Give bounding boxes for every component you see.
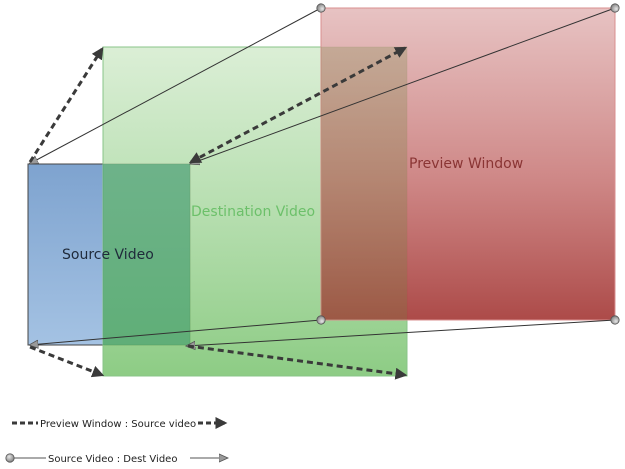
- legend-dashed-entry: Preview Window : Source video: [12, 417, 228, 430]
- dashed-arrow-bottom-left: [29, 345, 105, 378]
- dashed-connectors: [28, 46, 408, 380]
- destination-preview-overlap: [321, 47, 407, 320]
- solid-connector-bottom-right: [186, 320, 615, 346]
- preview-window-label: Preview Window: [409, 156, 523, 172]
- source-video-label: Source Video: [62, 247, 154, 263]
- destination-video-label: Destination Video: [191, 204, 315, 220]
- dashed-arrow-top-right: [188, 46, 408, 164]
- legend-solid-entry: Source Video : Dest Video: [5, 454, 228, 465]
- dashed-arrow-top-left: [28, 46, 104, 163]
- dashed-arrow-bottom-right: [187, 344, 408, 380]
- source-destination-overlap: [103, 164, 190, 345]
- legend-dashed-label: Preview Window : Source video: [40, 419, 196, 430]
- legend-solid-label: Source Video : Dest Video: [48, 454, 177, 465]
- legend: Preview Window : Source video Source Vid…: [5, 417, 228, 465]
